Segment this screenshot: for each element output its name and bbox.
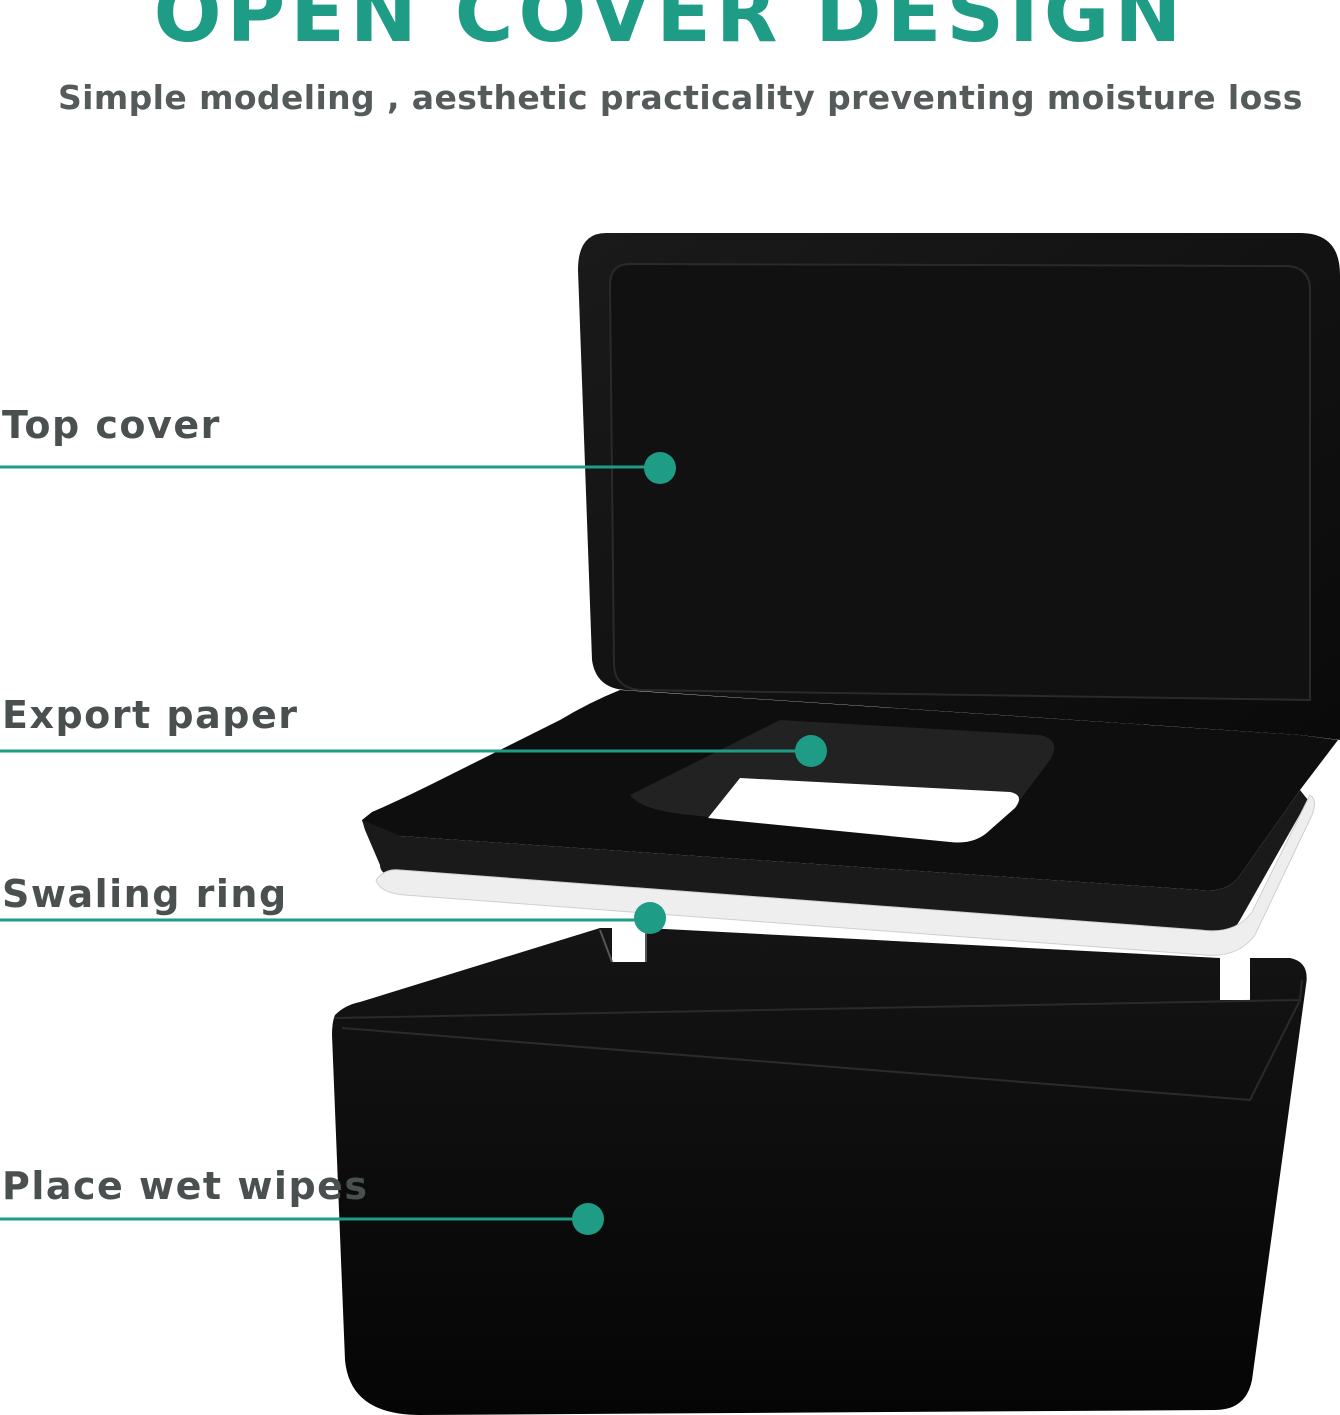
top-cover [578, 233, 1340, 740]
export-paper-plate [362, 690, 1338, 941]
export-paper-marker [795, 735, 827, 767]
callout-swaling-ring [0, 902, 666, 934]
bottom-box [332, 928, 1307, 1415]
callout-top-cover [0, 452, 676, 484]
swaling-ring-marker [634, 902, 666, 934]
label-swaling-ring: Swaling ring [2, 872, 288, 916]
page-subtitle: Simple modeling , aesthetic practicality… [58, 78, 1303, 117]
place-wet-wipes-marker [572, 1203, 604, 1235]
label-export-paper: Export paper [2, 693, 299, 737]
top-cover-marker [644, 452, 676, 484]
page-headline: OPEN COVER DESIGN [153, 0, 1187, 60]
label-place-wet-wipes: Place wet wipes [2, 1164, 369, 1208]
callout-export-paper [0, 735, 827, 767]
callout-place-wet-wipes [0, 1203, 604, 1235]
label-top-cover: Top cover [2, 403, 221, 447]
sealing-ring [375, 794, 1316, 956]
